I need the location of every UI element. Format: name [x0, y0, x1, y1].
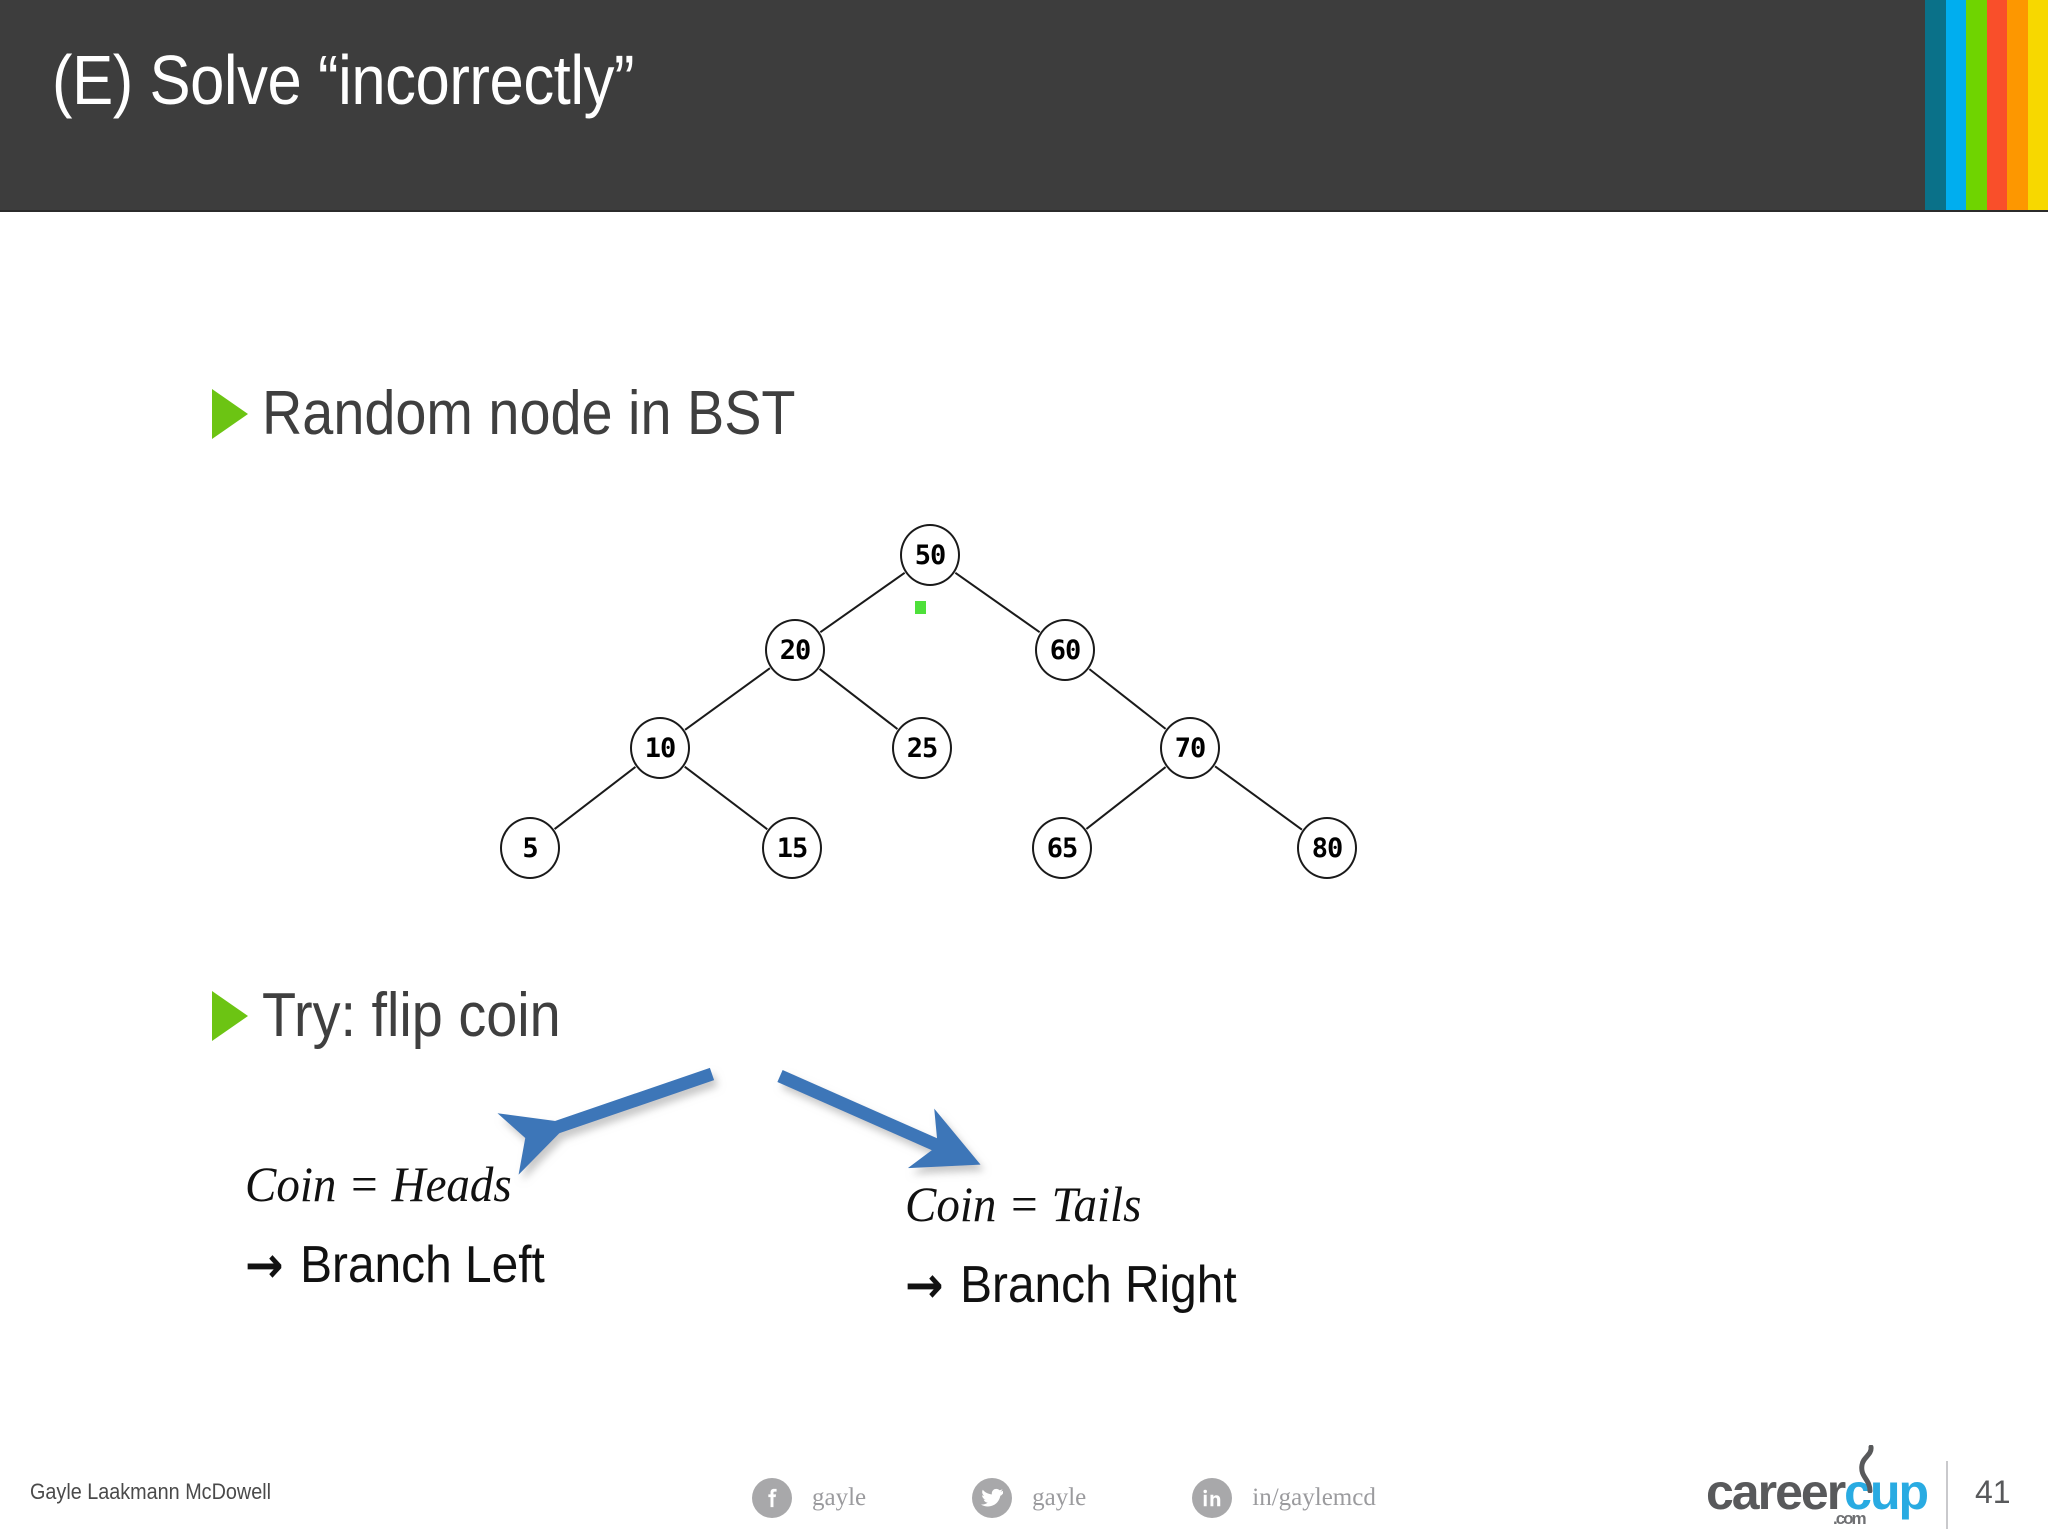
tree-edge-50-20: [819, 572, 906, 633]
triangle-bullet-icon: [212, 990, 248, 1041]
social-links: gayle gayle in/gaylemcd: [752, 1478, 1482, 1518]
tree-node-65: 65: [1032, 817, 1092, 879]
branch-left-caption: Coin = Heads → Branch Left: [245, 1155, 571, 1295]
bullet-random-node: Random node in BST: [212, 378, 855, 449]
branch-left-result-row: → Branch Left: [245, 1235, 545, 1295]
tree-edge-10-5: [553, 766, 637, 830]
arrow-right: [777, 1070, 981, 1169]
social-link-twitter[interactable]: gayle: [972, 1478, 1086, 1518]
accent-bar: [2007, 0, 2028, 212]
coin-heads-condition: Coin = Heads: [245, 1156, 512, 1212]
tree-node-70: 70: [1160, 717, 1220, 779]
linkedin-icon: [1192, 1478, 1233, 1518]
logo-part-cup: cup: [1844, 1464, 1929, 1520]
social-link-facebook[interactable]: gayle: [752, 1478, 866, 1518]
social-handle: gayle: [812, 1484, 867, 1511]
tree-node-15: 15: [762, 817, 822, 879]
triangle-bullet-icon: [212, 388, 248, 439]
branch-right-result: Branch Right: [960, 1256, 1237, 1314]
tree-node-50: 50: [900, 524, 960, 586]
header-divider: [0, 210, 2048, 212]
tree-node-25: 25: [892, 717, 952, 779]
careercup-wordmark: careercup .com: [1706, 1445, 1929, 1527]
tree-node-10: 10: [630, 717, 690, 779]
tree-node-20: 20: [765, 619, 825, 681]
bullet-label: Try: flip coin: [262, 981, 561, 1050]
accent-bar: [1986, 0, 2007, 212]
branch-right-caption: Coin = Tails → Branch Right: [905, 1175, 1266, 1315]
arrow-left: [497, 1067, 715, 1175]
accent-bar: [2027, 0, 2048, 212]
tree-node-60: 60: [1035, 619, 1095, 681]
tree-edge-70-65: [1085, 766, 1167, 830]
tree-edge-60-70: [1088, 668, 1167, 730]
accent-bar: [1966, 0, 1987, 212]
arrow-right-icon: →: [905, 1256, 944, 1314]
logo-part-career: career: [1706, 1464, 1846, 1520]
tree-edge-70-80: [1214, 765, 1303, 831]
branch-right-result-row: → Branch Right: [905, 1255, 1237, 1315]
coin-tails-condition: Coin = Tails: [905, 1176, 1142, 1232]
tree-edge-20-25: [818, 668, 899, 730]
bullet-label: Random node in BST: [262, 379, 796, 448]
accent-bar: [1925, 0, 1946, 212]
accent-bar: [1945, 0, 1966, 212]
steam-icon: [1859, 1445, 1874, 1493]
green-marker-dot: [915, 601, 926, 614]
social-handle: gayle: [1032, 1484, 1087, 1511]
accent-color-bars: [1925, 0, 2048, 212]
careercup-logo: careercup .com: [1706, 1445, 1929, 1527]
page-title: (E) Solve “incorrectly”: [52, 41, 635, 119]
page-divider: [1946, 1461, 1948, 1529]
bullet-try-flip-coin: Try: flip coin: [212, 980, 594, 1051]
footer-author: Gayle Laakmann McDowell: [30, 1479, 272, 1504]
tree-node-5: 5: [500, 817, 560, 879]
twitter-icon: [972, 1478, 1013, 1518]
arrow-right-icon: →: [245, 1236, 284, 1294]
page-number: 41: [1975, 1474, 2011, 1510]
logo-dotcom: .com: [1833, 1509, 1867, 1528]
tree-edge-20-10: [684, 667, 771, 731]
social-link-linkedin[interactable]: in/gaylemcd: [1192, 1478, 1376, 1518]
branch-left-result: Branch Left: [300, 1236, 545, 1294]
facebook-icon: [752, 1478, 792, 1518]
tree-edge-10-15: [684, 765, 768, 831]
social-handle: in/gaylemcd: [1252, 1484, 1376, 1511]
tree-edge-50-60: [954, 572, 1041, 633]
slide-header: (E) Solve “incorrectly”: [0, 0, 2048, 212]
tree-node-80: 80: [1297, 817, 1357, 879]
